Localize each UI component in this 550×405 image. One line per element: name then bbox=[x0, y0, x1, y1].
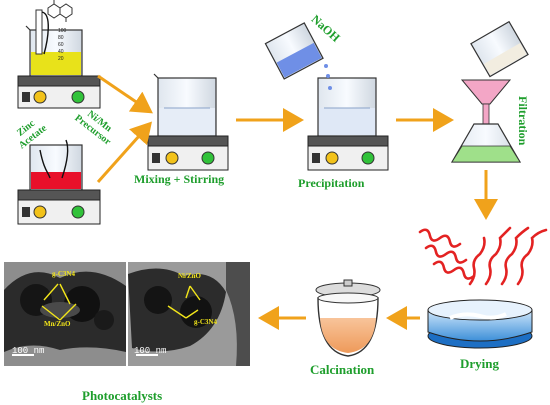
tick-label: 40 bbox=[58, 49, 64, 55]
thermometer-scale: 100 80 60 40 20 bbox=[58, 28, 66, 63]
photocatalysts-label: Photocatalysts bbox=[82, 388, 163, 403]
heat-waves bbox=[418, 226, 548, 286]
tem-right-top-label: Ni/ZnO bbox=[178, 272, 201, 280]
molecule-icon bbox=[47, 0, 73, 22]
tem-right-scale: 100 nm bbox=[134, 346, 167, 356]
filtration-station bbox=[450, 20, 529, 163]
tem-left-bottom-label: Mn/ZnO bbox=[44, 320, 71, 328]
hot-plate-1 bbox=[17, 9, 101, 109]
hot-plate-2 bbox=[17, 139, 101, 225]
calcination-label: Calcination bbox=[310, 362, 375, 377]
filtration-label: Filtration bbox=[516, 96, 530, 146]
drying-label: Drying bbox=[460, 356, 499, 371]
mixing-station bbox=[147, 73, 229, 171]
petri-dish bbox=[427, 299, 533, 349]
tick-label: 100 bbox=[58, 28, 67, 34]
tem-left-scale: 100 nm bbox=[12, 346, 45, 356]
tem-left-top-label: g-C3N4 bbox=[52, 270, 75, 278]
tick-label: 80 bbox=[58, 35, 64, 41]
tick-label: 60 bbox=[58, 42, 64, 48]
precipitation-station bbox=[264, 22, 389, 171]
tem-image-right bbox=[128, 262, 250, 366]
arrow-plate2-to-mixing bbox=[96, 121, 152, 183]
tem-image-left bbox=[4, 262, 126, 366]
process-arrows bbox=[96, 74, 498, 330]
tem-right-bottom-label: g-C3N4 bbox=[194, 318, 217, 326]
tick-label: 20 bbox=[58, 56, 64, 62]
arrow-plate1-to-mixing bbox=[97, 74, 153, 114]
mixing-label: Mixing + Stirring bbox=[134, 172, 225, 186]
crucible bbox=[315, 279, 381, 357]
precipitation-label: Precipitation bbox=[298, 176, 365, 190]
